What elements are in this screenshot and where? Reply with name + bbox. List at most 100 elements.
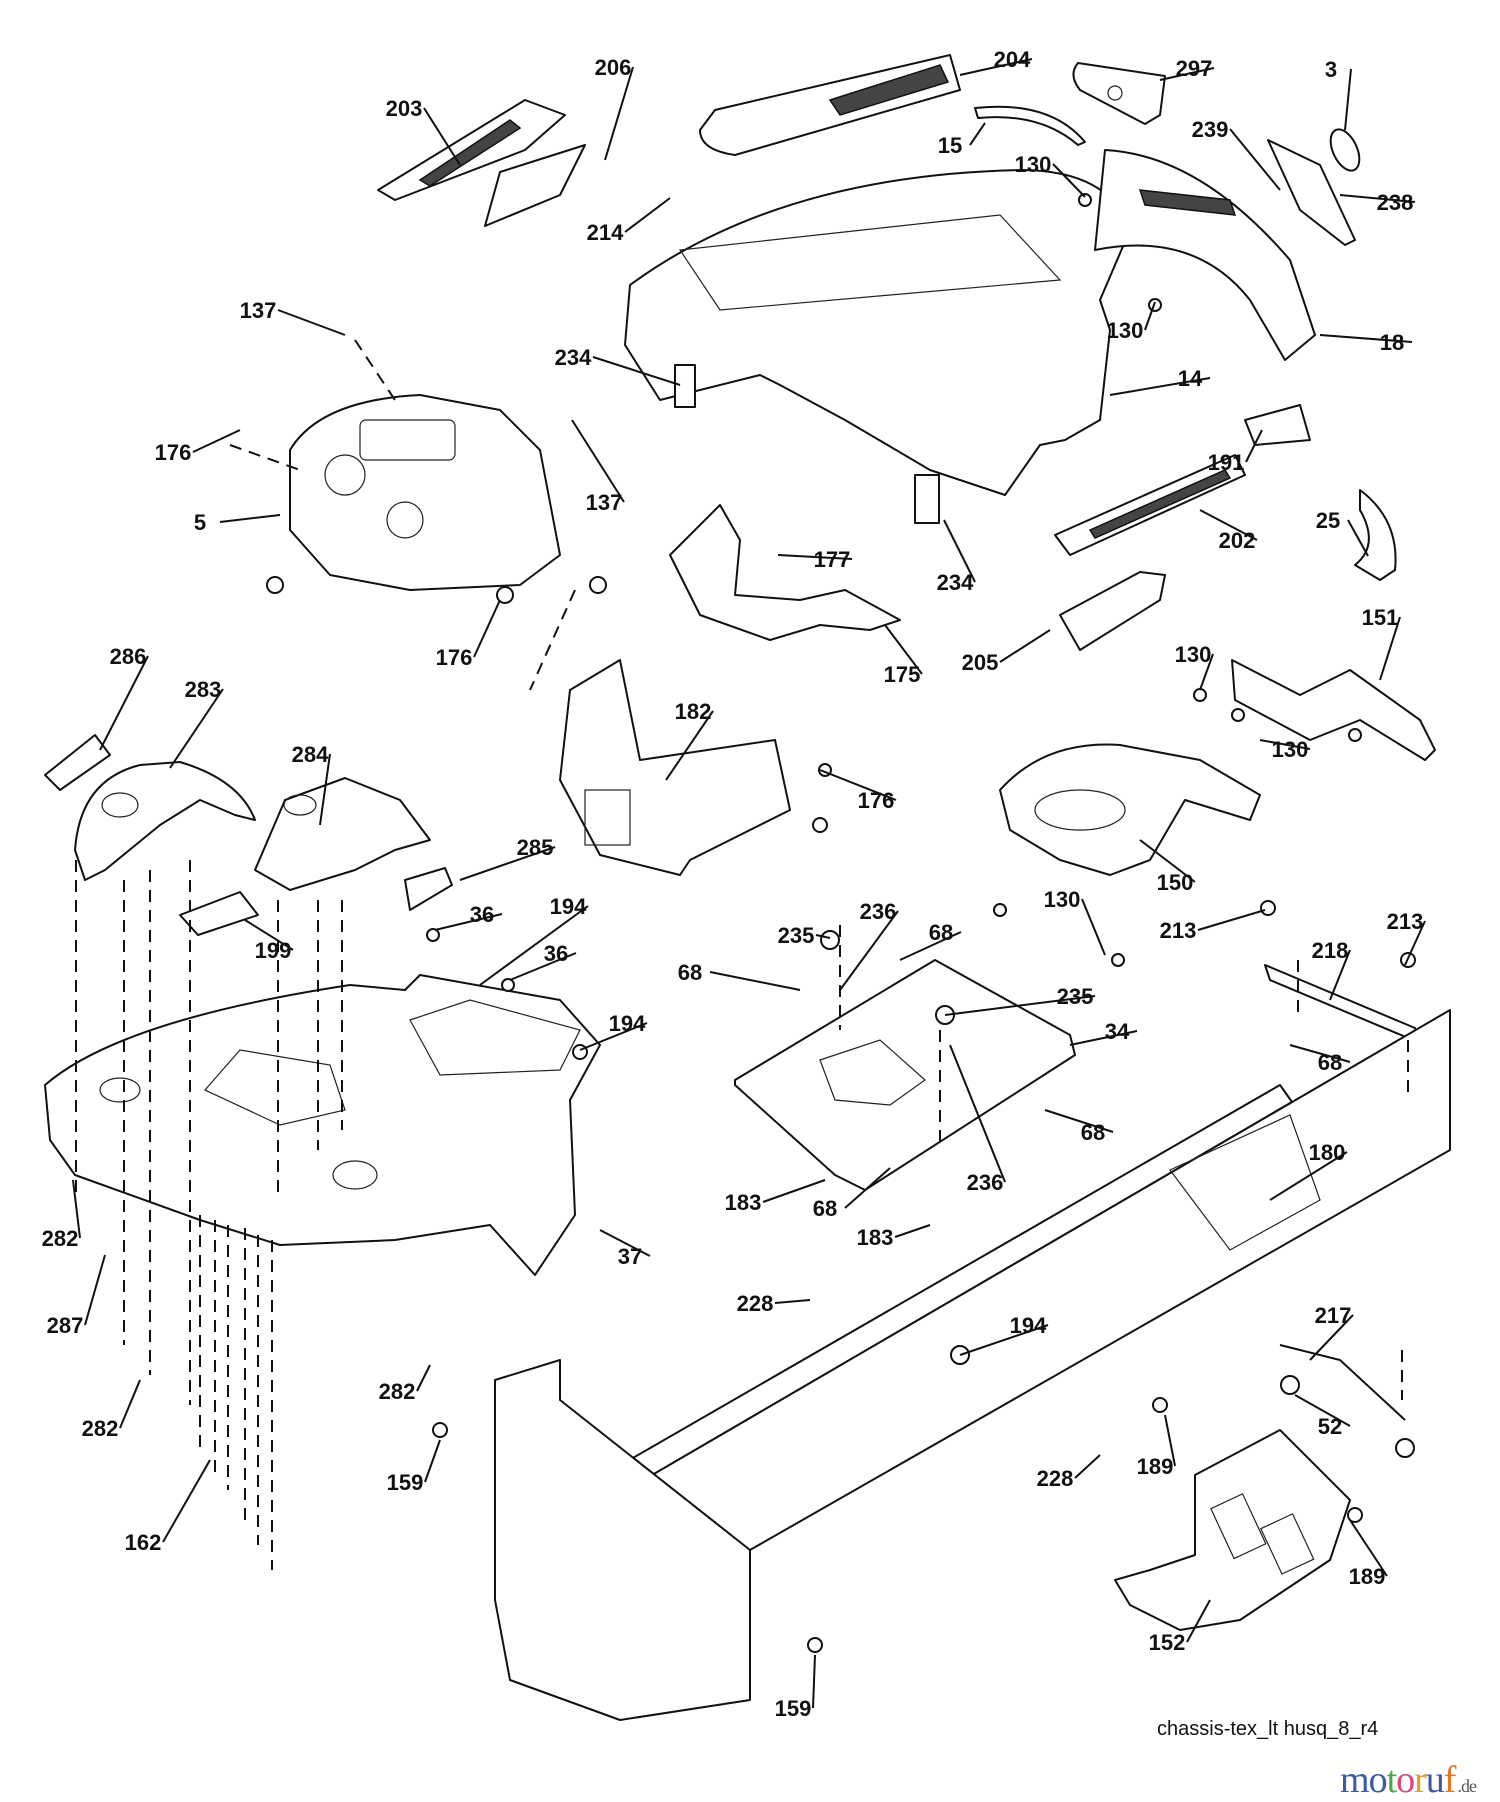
part-callout-283[interactable]: 283 <box>185 677 222 702</box>
part-callout-14[interactable]: 14 <box>1178 366 1203 391</box>
part-callout-36[interactable]: 36 <box>544 941 568 966</box>
part-callout-130[interactable]: 130 <box>1015 152 1052 177</box>
leader-line-137 <box>277 309 346 336</box>
part-callout-202[interactable]: 202 <box>1219 528 1256 553</box>
part-callout-194[interactable]: 194 <box>609 1011 646 1036</box>
part-callout-68[interactable]: 68 <box>929 920 953 945</box>
part-285-trim-bezel <box>404 867 453 911</box>
part-callout-68[interactable]: 68 <box>678 960 702 985</box>
leader-line-285 <box>459 846 556 881</box>
part-callout-68[interactable]: 68 <box>813 1196 837 1221</box>
part-callout-151[interactable]: 151 <box>1362 605 1399 630</box>
leader-line-214 <box>624 197 671 233</box>
part-callout-282[interactable]: 282 <box>379 1379 416 1404</box>
leader-line-130 <box>1144 301 1156 331</box>
part-callout-284[interactable]: 284 <box>292 742 329 767</box>
part-callout-68[interactable]: 68 <box>1081 1120 1105 1145</box>
part-callout-287[interactable]: 287 <box>47 1313 84 1338</box>
part-callout-34[interactable]: 34 <box>1105 1019 1130 1044</box>
part-180-frame-front-plate <box>494 1359 751 1721</box>
part-callout-159[interactable]: 159 <box>775 1696 812 1721</box>
fastener-icon <box>501 978 515 992</box>
part-callout-130[interactable]: 130 <box>1272 737 1309 762</box>
part-199-label-plate <box>179 891 259 936</box>
part-callout-194[interactable]: 194 <box>550 894 587 919</box>
part-callout-3[interactable]: 3 <box>1325 57 1337 82</box>
leader-line-151 <box>1379 616 1401 681</box>
part-175-hood-bracket <box>669 504 901 641</box>
part-202-grille <box>1088 469 1232 539</box>
part-callout-206[interactable]: 206 <box>595 55 632 80</box>
part-callout-228[interactable]: 228 <box>1037 1466 1074 1491</box>
part-callout-297[interactable]: 297 <box>1176 56 1213 81</box>
part-callout-213[interactable]: 213 <box>1387 909 1424 934</box>
part-callout-282[interactable]: 282 <box>82 1416 119 1441</box>
part-callout-5[interactable]: 5 <box>194 510 206 535</box>
part-callout-137[interactable]: 137 <box>240 298 277 323</box>
part-callout-199[interactable]: 199 <box>255 938 292 963</box>
watermark-letter: o <box>1368 1759 1388 1801</box>
part-callout-176[interactable]: 176 <box>155 440 192 465</box>
part-callout-236[interactable]: 236 <box>967 1170 1004 1195</box>
part-callout-189[interactable]: 189 <box>1137 1454 1174 1479</box>
part-callout-18[interactable]: 18 <box>1380 330 1404 355</box>
part-callout-162[interactable]: 162 <box>125 1530 162 1555</box>
part-callout-25[interactable]: 25 <box>1316 508 1340 533</box>
part-callout-235[interactable]: 235 <box>778 923 815 948</box>
leader-line-284 <box>319 753 331 826</box>
part-205-vent-duct <box>1059 571 1166 651</box>
part-callout-234[interactable]: 234 <box>555 345 592 370</box>
part-150-pedal-housing <box>999 743 1261 876</box>
watermark-letter: r <box>1414 1759 1427 1801</box>
part-callout-36[interactable]: 36 <box>470 902 494 927</box>
part-callout-180[interactable]: 180 <box>1309 1140 1346 1165</box>
part-callout-52[interactable]: 52 <box>1318 1414 1342 1439</box>
part-callout-175[interactable]: 175 <box>884 662 921 687</box>
part-callout-189[interactable]: 189 <box>1349 1564 1386 1589</box>
part-callout-183[interactable]: 183 <box>725 1190 762 1215</box>
leader-line-282 <box>72 1179 81 1239</box>
part-callout-159[interactable]: 159 <box>387 1470 424 1495</box>
part-callout-234[interactable]: 234 <box>937 570 974 595</box>
part-callout-204[interactable]: 204 <box>994 47 1031 72</box>
part-callout-150[interactable]: 150 <box>1157 870 1194 895</box>
part-callout-177[interactable]: 177 <box>814 547 851 572</box>
part-callout-228[interactable]: 228 <box>737 1291 774 1316</box>
part-callout-176[interactable]: 176 <box>858 788 895 813</box>
part-callout-218[interactable]: 218 <box>1312 938 1349 963</box>
part-callout-194[interactable]: 194 <box>1010 1313 1047 1338</box>
part-callout-130[interactable]: 130 <box>1107 318 1144 343</box>
part-callout-205[interactable]: 205 <box>962 650 999 675</box>
leader-line-68 <box>1289 1044 1351 1063</box>
part-callout-15[interactable]: 15 <box>938 133 962 158</box>
part-callout-239[interactable]: 239 <box>1192 117 1229 142</box>
part-callout-137[interactable]: 137 <box>586 490 623 515</box>
part-callout-37[interactable]: 37 <box>618 1244 642 1269</box>
part-callout-130[interactable]: 130 <box>1175 642 1212 667</box>
part-callout-238[interactable]: 238 <box>1377 190 1414 215</box>
part-callout-285[interactable]: 285 <box>517 835 554 860</box>
part-callout-176[interactable]: 176 <box>436 645 473 670</box>
part-callout-182[interactable]: 182 <box>675 699 712 724</box>
part-callout-191[interactable]: 191 <box>1208 450 1245 475</box>
part-callout-130[interactable]: 130 <box>1044 887 1081 912</box>
leader-line-36 <box>509 952 577 981</box>
part-callout-203[interactable]: 203 <box>386 96 423 121</box>
part-callout-282[interactable]: 282 <box>42 1226 79 1251</box>
part-callout-286[interactable]: 286 <box>110 644 147 669</box>
part-callout-68[interactable]: 68 <box>1318 1050 1342 1075</box>
part-191-headlight-lens <box>1244 404 1311 446</box>
part-callout-213[interactable]: 213 <box>1160 918 1197 943</box>
leader-line-297 <box>1159 67 1215 81</box>
part-callout-183[interactable]: 183 <box>857 1225 894 1250</box>
leader-line-159 <box>424 1439 441 1483</box>
fastener-icon <box>1395 1438 1415 1458</box>
part-callout-235[interactable]: 235 <box>1057 984 1094 1009</box>
leader-line-234 <box>592 356 681 386</box>
part-callout-152[interactable]: 152 <box>1149 1630 1186 1655</box>
part-5-gauge-window <box>359 419 456 461</box>
leader-line-180 <box>1269 1151 1348 1201</box>
part-callout-217[interactable]: 217 <box>1315 1303 1352 1328</box>
part-callout-214[interactable]: 214 <box>587 220 624 245</box>
part-callout-236[interactable]: 236 <box>860 899 897 924</box>
